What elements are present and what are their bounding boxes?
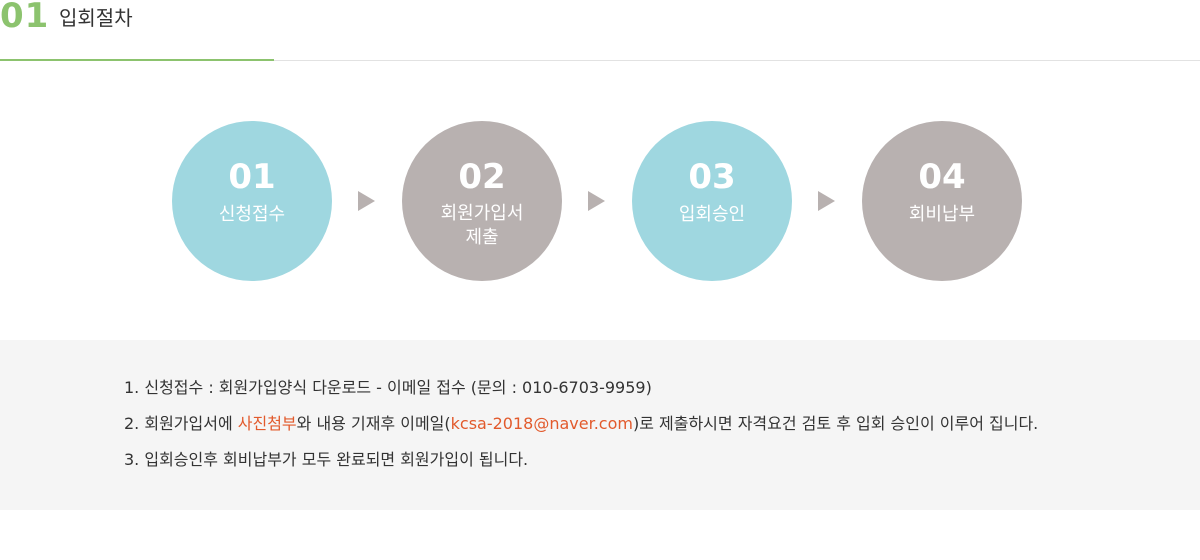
info-item-2-prefix: 2. 회원가입서에: [124, 414, 238, 433]
step-3-label-line: 입회승인: [678, 204, 746, 225]
step-3-label: 입회승인: [632, 203, 792, 227]
info-box: 1. 신청접수 : 회원가입양식 다운로드 - 이메일 접수 (문의 : 010…: [0, 340, 1200, 510]
info-item-2: 2. 회원가입서에 사진첨부와 내용 기재후 이메일(kcsa-2018@nav…: [124, 412, 1038, 448]
step-4-label: 회비납부: [862, 203, 1022, 227]
process-steps: 01 신청접수 02 회원가입서 제출 03 입회승인 04 회비납부: [0, 121, 1200, 281]
info-item-3: 3. 입회승인후 회비납부가 모두 완료되면 회원가입이 됩니다.: [124, 450, 529, 469]
contact-email[interactable]: kcsa-2018@naver.com: [450, 414, 633, 433]
step-4-circle: 04 회비납부: [862, 121, 1022, 281]
info-list: 1. 신청접수 : 회원가입양식 다운로드 - 이메일 접수 (문의 : 010…: [124, 376, 1038, 484]
step-2-label: 회원가입서 제출: [402, 202, 562, 250]
step-2-label-line-2: 제출: [465, 227, 499, 248]
header-divider: [0, 60, 1200, 61]
step-2-circle: 02 회원가입서 제출: [402, 121, 562, 281]
step-1-number: 01: [228, 157, 276, 197]
arrow-right-icon: [358, 191, 375, 211]
photo-attach-highlight: 사진첨부: [237, 414, 297, 433]
section-number: 01: [0, 0, 50, 36]
step-3-circle: 03 입회승인: [632, 121, 792, 281]
step-3-number: 03: [688, 157, 736, 197]
step-4-label-line: 회비납부: [908, 204, 976, 225]
info-item-2-suffix: )로 제출하시면 자격요건 검토 후 입회 승인이 이루어 집니다.: [632, 414, 1039, 433]
info-item-1: 1. 신청접수 : 회원가입양식 다운로드 - 이메일 접수 (문의 : 010…: [124, 378, 652, 397]
section-header: 01 입회절차: [0, 0, 1200, 61]
section-title: 입회절차: [59, 6, 133, 30]
arrow-right-icon: [818, 191, 835, 211]
header-accent-bar: [0, 59, 274, 61]
step-1-label-line: 신청접수: [218, 204, 286, 225]
step-4-number: 04: [918, 157, 966, 197]
step-2-number: 02: [458, 157, 506, 197]
step-1-circle: 01 신청접수: [172, 121, 332, 281]
step-1-label: 신청접수: [172, 203, 332, 227]
arrow-right-icon: [588, 191, 605, 211]
step-2-label-line-1: 회원가입서: [440, 203, 524, 224]
info-item-2-middle: 와 내용 기재후 이메일(: [296, 414, 451, 433]
